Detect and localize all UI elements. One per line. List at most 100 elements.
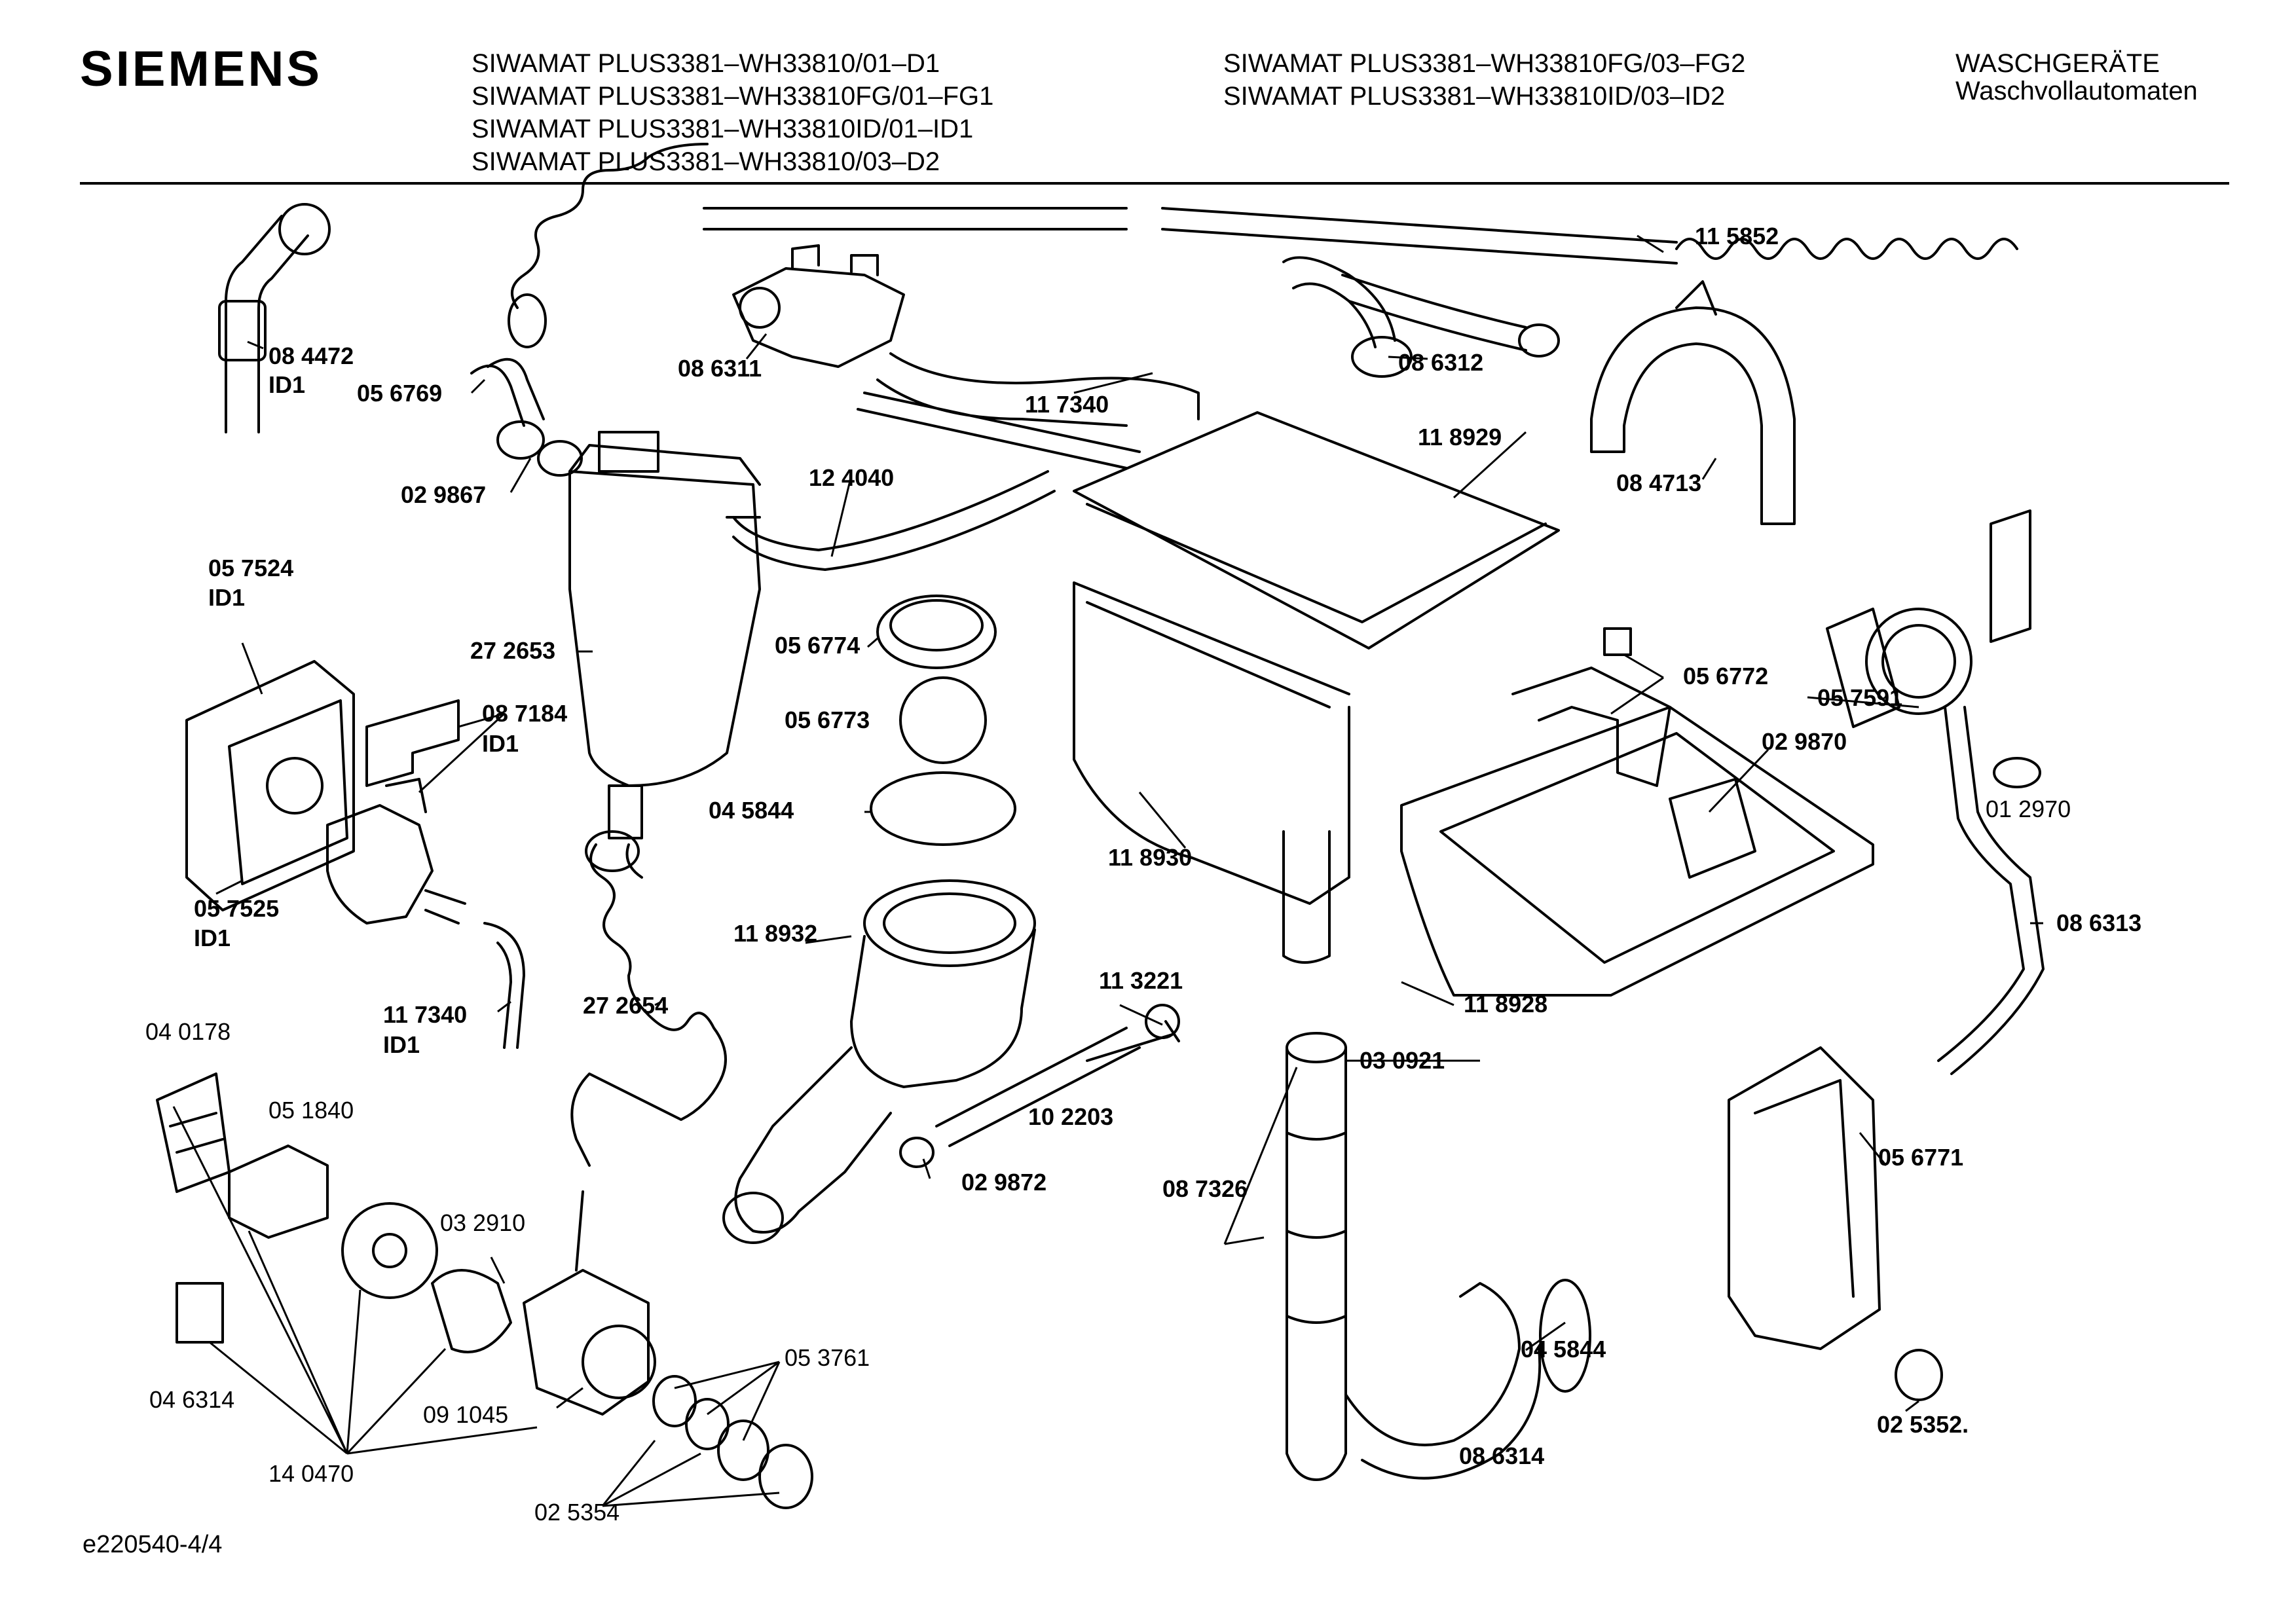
seal-056774 <box>876 595 997 669</box>
label-087184: 08 7184 <box>482 700 567 727</box>
pipe-084472 <box>225 215 309 433</box>
model-line-1: SIWAMAT PLUS3381–WH33810/01–D1 <box>472 49 940 78</box>
plate-057525 <box>228 699 348 885</box>
drawing-id: e220540-4/4 <box>83 1531 223 1558</box>
rod-102203 <box>935 1027 1141 1147</box>
label-057524: 05 7524 <box>208 555 293 581</box>
label-030921: 03 0921 <box>1360 1047 1445 1074</box>
hose-086314 <box>1344 1282 1542 1480</box>
model-line-3: SIWAMAT PLUS3381–WH33810ID/01–ID1 <box>472 115 974 143</box>
plate-057524 <box>185 660 355 911</box>
pipe-084472-sleeve <box>218 300 267 361</box>
clamp-045844a <box>870 771 1016 846</box>
leader-lines <box>172 234 2043 1507</box>
label-102203: 10 2203 <box>1028 1103 1113 1130</box>
label-117340b-variant: ID1 <box>383 1031 420 1058</box>
label-272653: 27 2653 <box>470 637 555 664</box>
label-118932: 11 8932 <box>733 920 817 947</box>
hose-115852 <box>703 207 1678 265</box>
seal-053761-a <box>652 1375 697 1427</box>
label-084472: 08 4472 <box>268 342 354 369</box>
brand-logo: SIEMENS <box>80 41 323 97</box>
label-056771: 05 6771 <box>1878 1144 1963 1171</box>
category-subtitle: Waschvollautomaten <box>1955 77 2198 105</box>
label-045844b: 04 5844 <box>1521 1336 1606 1363</box>
ball-056773 <box>899 676 987 764</box>
clamp-045844b <box>1539 1279 1591 1393</box>
motor-051840 <box>228 1145 329 1239</box>
sump-118932 <box>863 879 1036 967</box>
plug-025354 <box>758 1444 813 1509</box>
plug-029872 <box>899 1137 935 1168</box>
fan-040178 <box>156 1072 231 1193</box>
label-046314: 04 6314 <box>149 1386 234 1413</box>
label-272654: 27 2654 <box>583 992 668 1019</box>
hose-086313 <box>1937 706 2045 1075</box>
seal-053761-b <box>685 1398 730 1450</box>
label-032910: 03 2910 <box>440 1209 525 1236</box>
label-045844a: 04 5844 <box>709 797 794 824</box>
label-025354: 02 5354 <box>534 1499 620 1526</box>
label-056773: 05 6773 <box>785 706 870 733</box>
hose-end-left <box>508 293 547 348</box>
label-118930: 11 8930 <box>1108 844 1192 871</box>
model-line-6: SIWAMAT PLUS3381–WH33810ID/03–ID2 <box>1223 82 1726 111</box>
label-091045: 09 1045 <box>423 1401 508 1428</box>
seal-053761-c <box>717 1420 769 1481</box>
label-084713: 08 4713 <box>1616 469 1701 496</box>
category-title: WASCHGERÄTE <box>1955 49 2160 78</box>
pressure-switch-057591 <box>1865 608 1972 715</box>
hose-coil-left <box>511 143 709 309</box>
bracket-084713 <box>1590 306 1796 525</box>
label-056774: 05 6774 <box>775 632 860 659</box>
ring-012970 <box>1993 757 2041 788</box>
hose-117340a <box>857 352 1200 469</box>
drawer-housing-118930 <box>1073 581 1350 905</box>
label-057525-variant: ID1 <box>194 925 231 951</box>
label-084472-variant: ID1 <box>268 371 305 398</box>
clip-046314 <box>176 1282 224 1344</box>
label-118929: 11 8929 <box>1418 424 1502 450</box>
label-053761: 05 3761 <box>785 1344 870 1371</box>
seal-029870 <box>1669 778 1756 879</box>
drawer-cover-118929 <box>1073 411 1560 650</box>
tank-valve-cap <box>598 431 659 473</box>
label-056769: 05 6769 <box>357 380 442 407</box>
ring-029867-a <box>496 420 545 460</box>
label-117340b: 11 7340 <box>383 1001 467 1028</box>
shroud-056771 <box>1728 1046 1881 1350</box>
parts-layer <box>156 143 2045 1509</box>
label-086311: 08 6311 <box>678 355 762 382</box>
clip-056772 <box>1603 627 1632 656</box>
label-115852: 11 5852 <box>1695 223 1779 249</box>
inlet-valve <box>326 804 434 925</box>
model-line-4: SIWAMAT PLUS3381–WH33810/03–D2 <box>472 147 940 176</box>
hose-272654 <box>570 843 727 1167</box>
label-086314: 08 6314 <box>1459 1442 1544 1469</box>
pipe-087326 <box>1286 1046 1347 1481</box>
label-029872: 02 9872 <box>961 1169 1046 1196</box>
label-056772: 05 6772 <box>1683 663 1768 689</box>
part-labels: 11 5852 08 4472 ID1 05 6769 02 9867 08 6… <box>145 223 2141 1526</box>
seal-086312 <box>1351 336 1413 378</box>
hose-124040 <box>732 470 1056 571</box>
label-040178: 04 0178 <box>145 1018 231 1045</box>
label-025352: 02 5352. <box>1877 1411 1969 1438</box>
model-line-5: SIWAMAT PLUS3381–WH33810FG/03–FG2 <box>1223 49 1746 78</box>
pipe-030921-top <box>1286 1032 1347 1063</box>
label-086312: 08 6312 <box>1398 349 1483 376</box>
plug-025352 <box>1895 1349 1943 1401</box>
valve-086311 <box>732 267 905 368</box>
pipe-086312 <box>1282 256 1396 348</box>
label-057524-variant: ID1 <box>208 584 245 611</box>
label-051840: 05 1840 <box>268 1097 354 1124</box>
bracket-087184 <box>365 699 460 787</box>
valve-113221 <box>1086 1020 1180 1062</box>
label-012970: 01 2970 <box>1986 796 2071 822</box>
header-rule <box>80 182 2229 185</box>
drawer-118928 <box>1400 706 1874 997</box>
label-029870: 02 9870 <box>1762 728 1847 755</box>
label-117340a: 11 7340 <box>1025 391 1109 418</box>
